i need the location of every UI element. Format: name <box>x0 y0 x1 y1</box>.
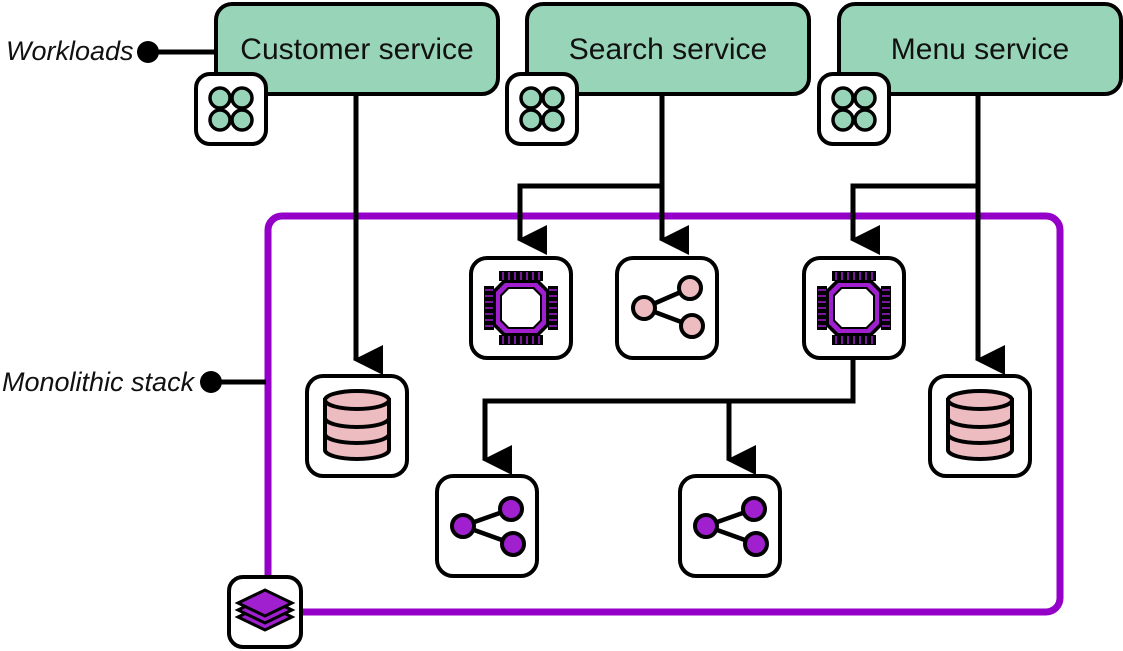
arrow-menu-to-chip <box>850 183 978 255</box>
cpu-chip-icon[interactable] <box>471 258 571 358</box>
cpu-chip-icon[interactable] <box>804 258 904 358</box>
share-network-icon[interactable] <box>437 476 537 576</box>
service-label: Customer service <box>240 33 473 66</box>
flow-arrows <box>353 95 1005 475</box>
workloads-connector <box>137 41 218 63</box>
service-menu[interactable]: Menu service <box>817 2 1123 146</box>
share-network-icon[interactable] <box>617 258 717 358</box>
monolithic-stack-label: Monolithic stack <box>2 367 196 397</box>
service-search[interactable]: Search service <box>505 2 811 146</box>
service-label: Search service <box>569 33 767 66</box>
service-label: Menu service <box>891 33 1069 66</box>
service-customer[interactable]: Customer service <box>194 2 500 146</box>
service-grid-icon <box>505 72 579 146</box>
monolithic-stack-connector <box>200 371 266 393</box>
database-icon[interactable] <box>928 374 1032 478</box>
service-grid-icon <box>194 72 268 146</box>
service-grid-icon <box>817 72 891 146</box>
arrow-chip-to-network-left <box>482 358 856 475</box>
layers-icon <box>227 575 303 649</box>
database-icon[interactable] <box>305 374 409 478</box>
workloads-label: Workloads <box>6 36 134 66</box>
share-network-icon[interactable] <box>680 476 780 576</box>
arrow-search-to-chip <box>517 183 662 255</box>
